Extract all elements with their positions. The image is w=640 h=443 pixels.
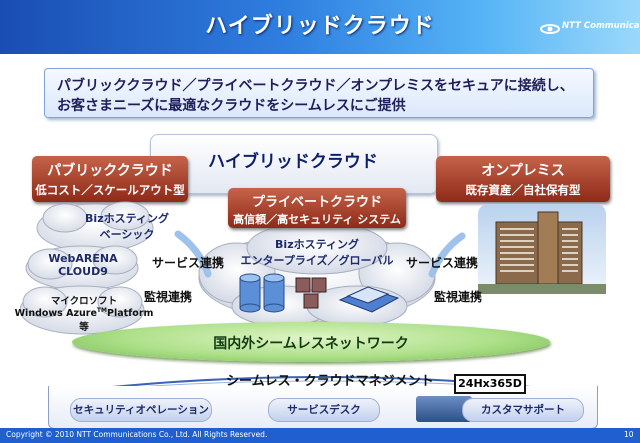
- webarena-line1: WebARENA: [48, 252, 118, 265]
- service-desk-pill: サービスデスク: [268, 398, 380, 422]
- customer-support-pill: カスタマサポート: [462, 398, 584, 422]
- database-icon: [263, 273, 285, 313]
- webarena-line2: CLOUD9: [58, 265, 108, 278]
- page-title: ハイブリッドクラウド: [205, 14, 435, 39]
- arrow-right-icon: [428, 232, 466, 278]
- private-cloud-box: プライベートクラウド 高信頼／高セキュリティ システム: [228, 188, 406, 228]
- hybrid-label: ハイブリッドクラウド: [208, 152, 378, 172]
- biz-ent-line2: エンタープライズ／グローバル: [240, 254, 394, 267]
- intro-box: パブリッククラウド／プライベートクラウド／オンプレミスをセキュアに接続し、 お客…: [44, 68, 594, 118]
- copyright-text: Copyright © 2010 NTT Communications Co.,…: [6, 430, 268, 439]
- intro-line-2: お客さまニーズに最適なクラウドをシームレスにご提供: [57, 98, 406, 114]
- webarena-label: WebARENA CLOUD9: [20, 252, 146, 278]
- ntt-logo: NTT Communications: [540, 21, 640, 37]
- server-cube-icon: [295, 277, 327, 309]
- onpremise-box: オンプレミス 既存資産／自社保有型: [436, 156, 610, 202]
- public-cloud-subtitle: 低コスト／スケールアウト型: [35, 183, 185, 197]
- link-arrows: [174, 230, 466, 278]
- biz-basic-line2: ベーシック: [99, 228, 155, 241]
- biz-basic-label: Bizホスティング ベーシック: [52, 210, 202, 242]
- ms-line3: 等: [79, 322, 89, 334]
- biz-ent-line1: Bizホスティング: [275, 238, 359, 251]
- building-icon: [478, 204, 606, 294]
- private-cloud-subtitle: 高信頼／高セキュリティ システム: [233, 213, 401, 226]
- network-label: 国内外シームレスネットワーク: [213, 336, 409, 352]
- header-bar: [0, 0, 640, 54]
- ms-line2: Windows AzureTMPlatform: [14, 307, 154, 319]
- monitor-link-right: 監視連携: [434, 290, 483, 304]
- microsoft-label: マイクロソフト Windows AzureTMPlatform 等: [14, 293, 154, 333]
- biz-basic-line1: Bizホスティング: [85, 212, 169, 225]
- intro-line-1: パブリッククラウド／プライベートクラウド／オンプレミスをセキュアに接続し、: [57, 78, 574, 94]
- cloud-biz-basic: [36, 201, 154, 253]
- cloud-microsoft: [20, 285, 145, 335]
- biz-enterprise-label: Bizホスティング エンタープライズ／グローバル: [228, 236, 406, 268]
- onpremise-subtitle: 既存資産／自社保有型: [465, 183, 581, 197]
- onpremise-title: オンプレミス: [481, 163, 565, 179]
- private-cloud-title: プライベートクラウド: [251, 195, 382, 210]
- logo-text: NTT Communications: [562, 21, 640, 31]
- public-cloud-title: パブリッククラウド: [47, 163, 173, 179]
- ms-line2a: Windows Azure: [14, 308, 97, 320]
- monitor-link-left: 監視連携: [144, 290, 193, 304]
- ms-tm: TM: [96, 307, 107, 314]
- cloud-webarena: [25, 245, 139, 291]
- public-cloud-box: パブリッククラウド 低コスト／スケールアウト型: [32, 156, 188, 202]
- network-switch-icon: [338, 286, 400, 313]
- service-link-left: サービス連携: [152, 256, 225, 270]
- page-number: 10: [624, 430, 634, 439]
- ms-line1: マイクロソフト: [50, 296, 118, 307]
- 24h-badge: 24Hx365D: [454, 374, 526, 394]
- management-title: シームレス・クラウドマネジメント: [226, 374, 434, 389]
- footer-bar: [0, 428, 640, 443]
- public-cloud-cluster: [20, 201, 154, 335]
- security-operations-pill: セキュリティオペレーション: [70, 398, 212, 422]
- ms-line2b: Platform: [107, 308, 154, 320]
- network-ellipse: [72, 322, 550, 362]
- service-link-right: サービス連携: [406, 256, 479, 270]
- arrow-left-icon: [174, 230, 212, 278]
- database-icon: [239, 273, 261, 313]
- ntt-logo-icon: [540, 24, 560, 34]
- server-icons: [239, 273, 400, 313]
